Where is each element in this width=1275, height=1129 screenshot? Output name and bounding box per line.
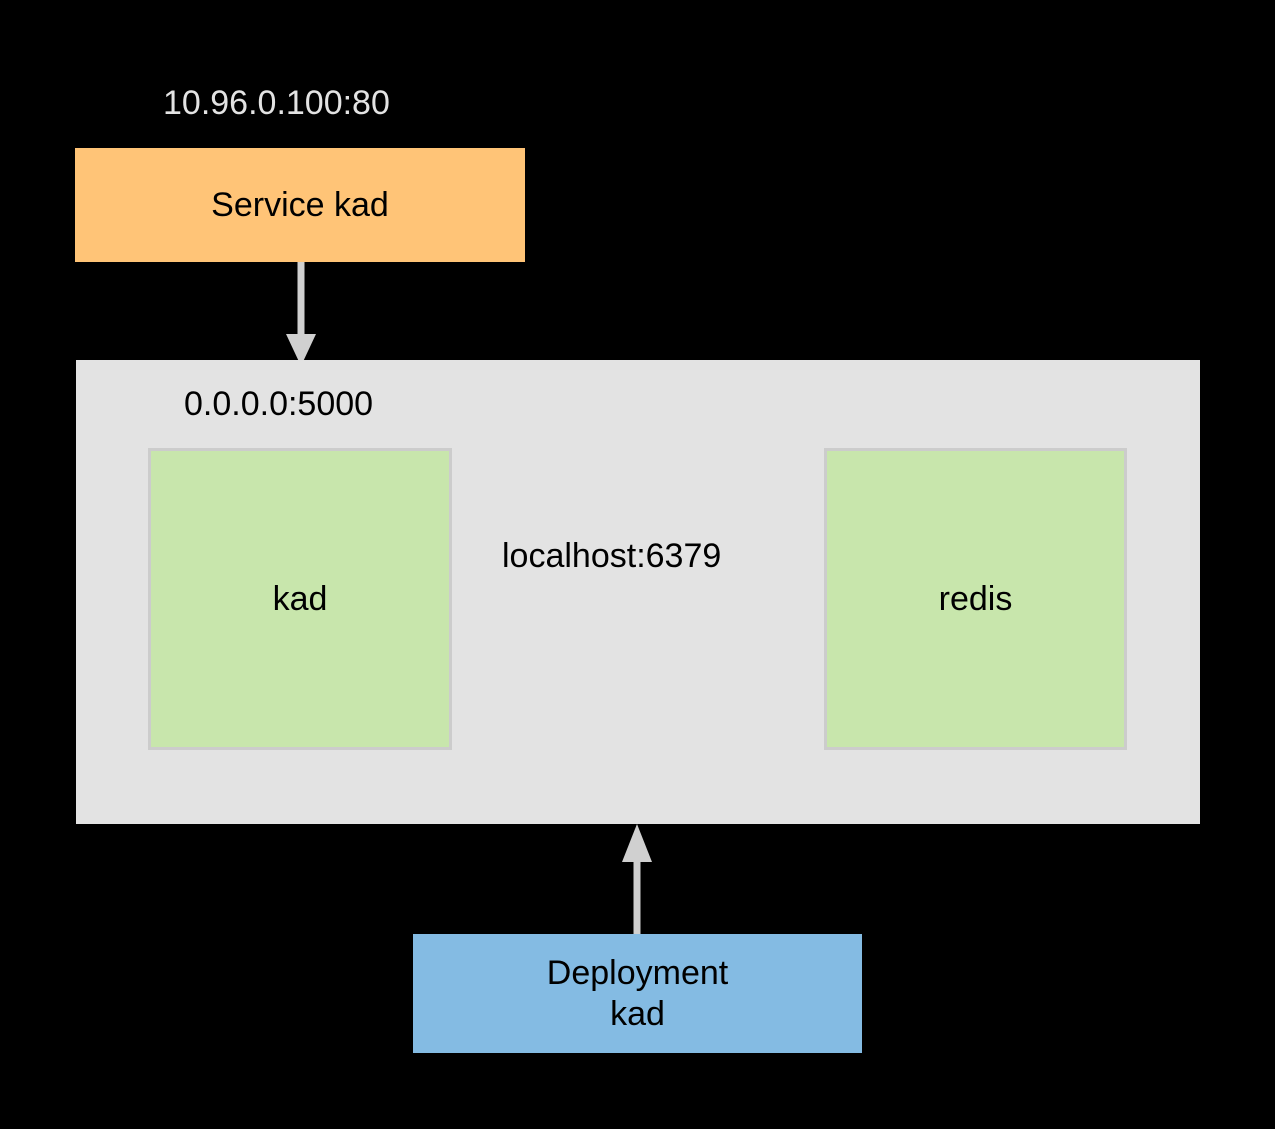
deployment-node[interactable]: Deployment kad: [413, 934, 862, 1053]
service-node-label: Service kad: [211, 185, 389, 224]
container-node-kad-label: kad: [272, 579, 328, 618]
container-node-redis[interactable]: redis: [824, 448, 1127, 750]
edge-service-to-pod-icon: [286, 262, 316, 366]
kad-to-redis-edge-label: localhost:6379: [502, 537, 722, 575]
deployment-node-label: Deployment kad: [546, 954, 729, 1033]
container-node-kad[interactable]: kad: [148, 448, 452, 750]
edge-deployment-to-pod-icon: [622, 824, 652, 934]
service-endpoint-label: 10.96.0.100:80: [163, 84, 390, 122]
pod-endpoint-label: 0.0.0.0:5000: [184, 385, 374, 423]
service-node[interactable]: Service kad: [75, 148, 525, 262]
container-node-redis-label: redis: [938, 579, 1013, 618]
